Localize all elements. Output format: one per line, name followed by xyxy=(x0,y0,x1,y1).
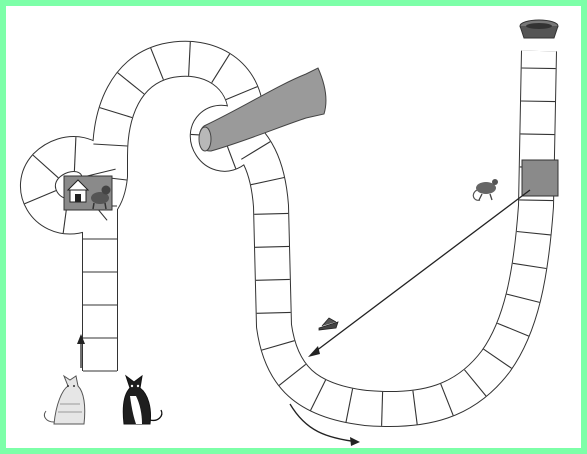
mouse-icon xyxy=(473,179,498,200)
track-cell-divider xyxy=(522,68,556,69)
cheese-icon xyxy=(319,318,338,330)
doghouse-cell xyxy=(64,176,112,210)
track-cell-divider xyxy=(521,101,555,102)
game-board xyxy=(6,6,581,448)
tabby-cat-icon xyxy=(44,376,84,424)
food-bowl-icon xyxy=(520,20,558,38)
mouse-target-cell xyxy=(522,160,558,196)
track-cell-divider xyxy=(520,134,554,135)
track-cell-divider xyxy=(519,200,553,201)
black-white-cat-icon xyxy=(123,376,162,424)
